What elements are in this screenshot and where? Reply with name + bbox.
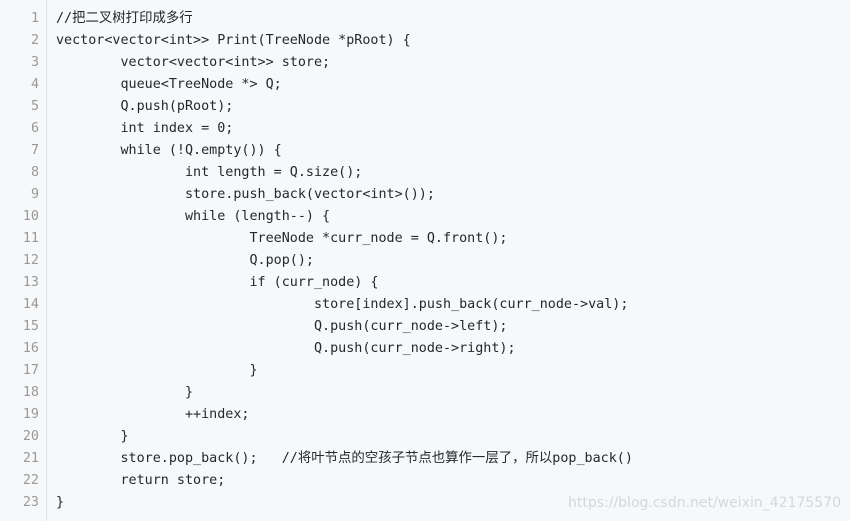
line-number: 9: [30, 187, 39, 202]
line-number: 1: [30, 11, 39, 26]
code-line: int length = Q.size();: [56, 165, 363, 180]
line-number: 21: [22, 451, 39, 466]
code-line: }: [56, 495, 65, 510]
line-number: 20: [22, 429, 39, 444]
code-line: }: [56, 385, 194, 400]
code-line: Q.push(pRoot);: [56, 99, 234, 114]
code-line: vector<vector<int>> store;: [56, 55, 331, 70]
line-number: 23: [22, 495, 39, 510]
line-number: 5: [30, 99, 39, 114]
line-number: 15: [22, 319, 39, 334]
line-number: 4: [30, 77, 39, 92]
line-number: 17: [22, 363, 39, 378]
code-line: }: [56, 363, 258, 378]
code-line: //把二叉树打印成多行: [56, 11, 193, 26]
code-line: Q.pop();: [56, 253, 314, 268]
code-line: ++index;: [56, 407, 250, 422]
watermark: https://blog.csdn.net/weixin_42175570: [567, 495, 841, 511]
line-number: 12: [22, 253, 39, 268]
line-number: 18: [22, 385, 39, 400]
line-number: 11: [22, 231, 39, 246]
code-line: Q.push(curr_node->left);: [56, 319, 508, 334]
code-line: TreeNode *curr_node = Q.front();: [56, 231, 508, 246]
code-line: while (!Q.empty()) {: [56, 143, 282, 158]
code-line: vector<vector<int>> Print(TreeNode *pRoo…: [56, 33, 411, 48]
line-number: 22: [22, 473, 39, 488]
code-line: Q.push(curr_node->right);: [56, 341, 516, 356]
line-number: 8: [30, 165, 39, 180]
code-line: queue<TreeNode *> Q;: [56, 77, 282, 92]
line-number: 2: [30, 33, 39, 48]
line-number: 13: [22, 275, 39, 290]
code-line: return store;: [56, 473, 226, 488]
line-number: 14: [22, 297, 39, 312]
code-line: int index = 0;: [56, 121, 234, 136]
code-line: while (length--) {: [56, 209, 331, 224]
line-number: 3: [30, 55, 39, 70]
line-number: 6: [30, 121, 39, 136]
line-number-gutter: 1 2 3 4 5 6 7 8 9 10 11 12 13 14 15 16 1…: [0, 0, 47, 521]
code-line: }: [56, 429, 129, 444]
code-line: if (curr_node) {: [56, 275, 379, 290]
line-number: 16: [22, 341, 39, 356]
line-number: 10: [22, 209, 39, 224]
code-line: store.push_back(vector<int>());: [56, 187, 435, 202]
code-line: store.pop_back(); //将叶节点的空孩子节点也算作一层了，所以p…: [56, 451, 633, 466]
line-number: 7: [30, 143, 39, 158]
code-line: store[index].push_back(curr_node->val);: [56, 297, 629, 312]
line-number: 19: [22, 407, 39, 422]
